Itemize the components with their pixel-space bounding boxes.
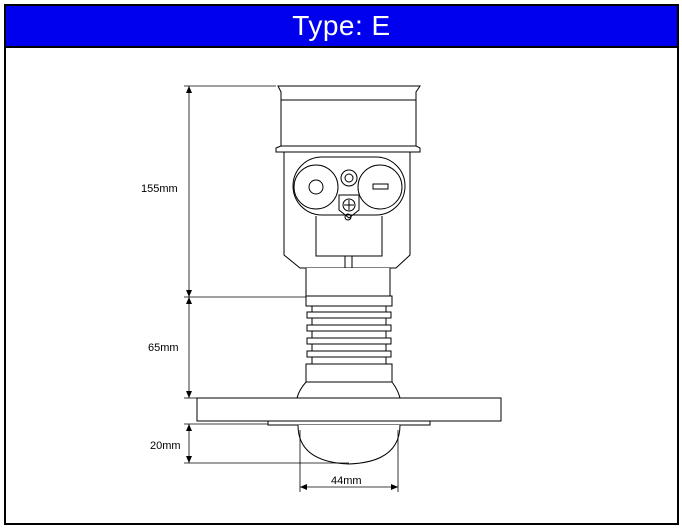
dim-antenna-width-label: 44mm: [331, 475, 362, 487]
dim-antenna-height-label: 20mm: [150, 440, 181, 452]
mounting-flange: [196, 397, 502, 426]
dim-neck-height-label: 65mm: [148, 342, 179, 354]
screw-icon: [340, 169, 358, 187]
display-window-icon: [293, 164, 339, 210]
housing-cover: [275, 85, 421, 153]
housing-body: [283, 151, 411, 275]
antenna-dome: [297, 424, 401, 465]
dimension-lines: [184, 85, 399, 492]
dim-head-height-label: 155mm: [141, 183, 178, 195]
connector-neck: [305, 268, 393, 313]
ground-symbol-icon: [338, 194, 360, 221]
cooling-fins: [296, 311, 401, 399]
dimension-arrows: [186, 86, 398, 490]
button-window-icon: [357, 164, 403, 210]
page-title: Type: E: [6, 6, 677, 48]
